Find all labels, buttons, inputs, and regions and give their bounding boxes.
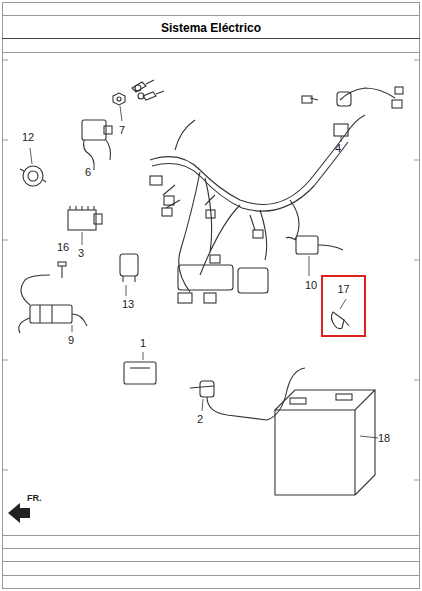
callout-number: 17 [323,283,364,295]
callout-number: 2 [197,413,203,425]
callout-number: 7 [119,124,125,136]
highlight-box: 17 [321,275,366,337]
callout-number: 10 [305,279,317,291]
callout-number: 12 [22,131,34,143]
callout-number: 9 [68,334,74,346]
page-title: Sistema Eléctrico [0,21,422,35]
callout-number: 16 [57,241,69,253]
callout-number: 4 [335,142,341,154]
callout-number: 13 [122,298,134,310]
callout-number: 6 [85,166,91,178]
callout-number: 18 [378,432,390,444]
callout-number: 1 [140,337,146,349]
direction-label: FR. [27,492,42,504]
callout-number: 3 [78,247,84,259]
